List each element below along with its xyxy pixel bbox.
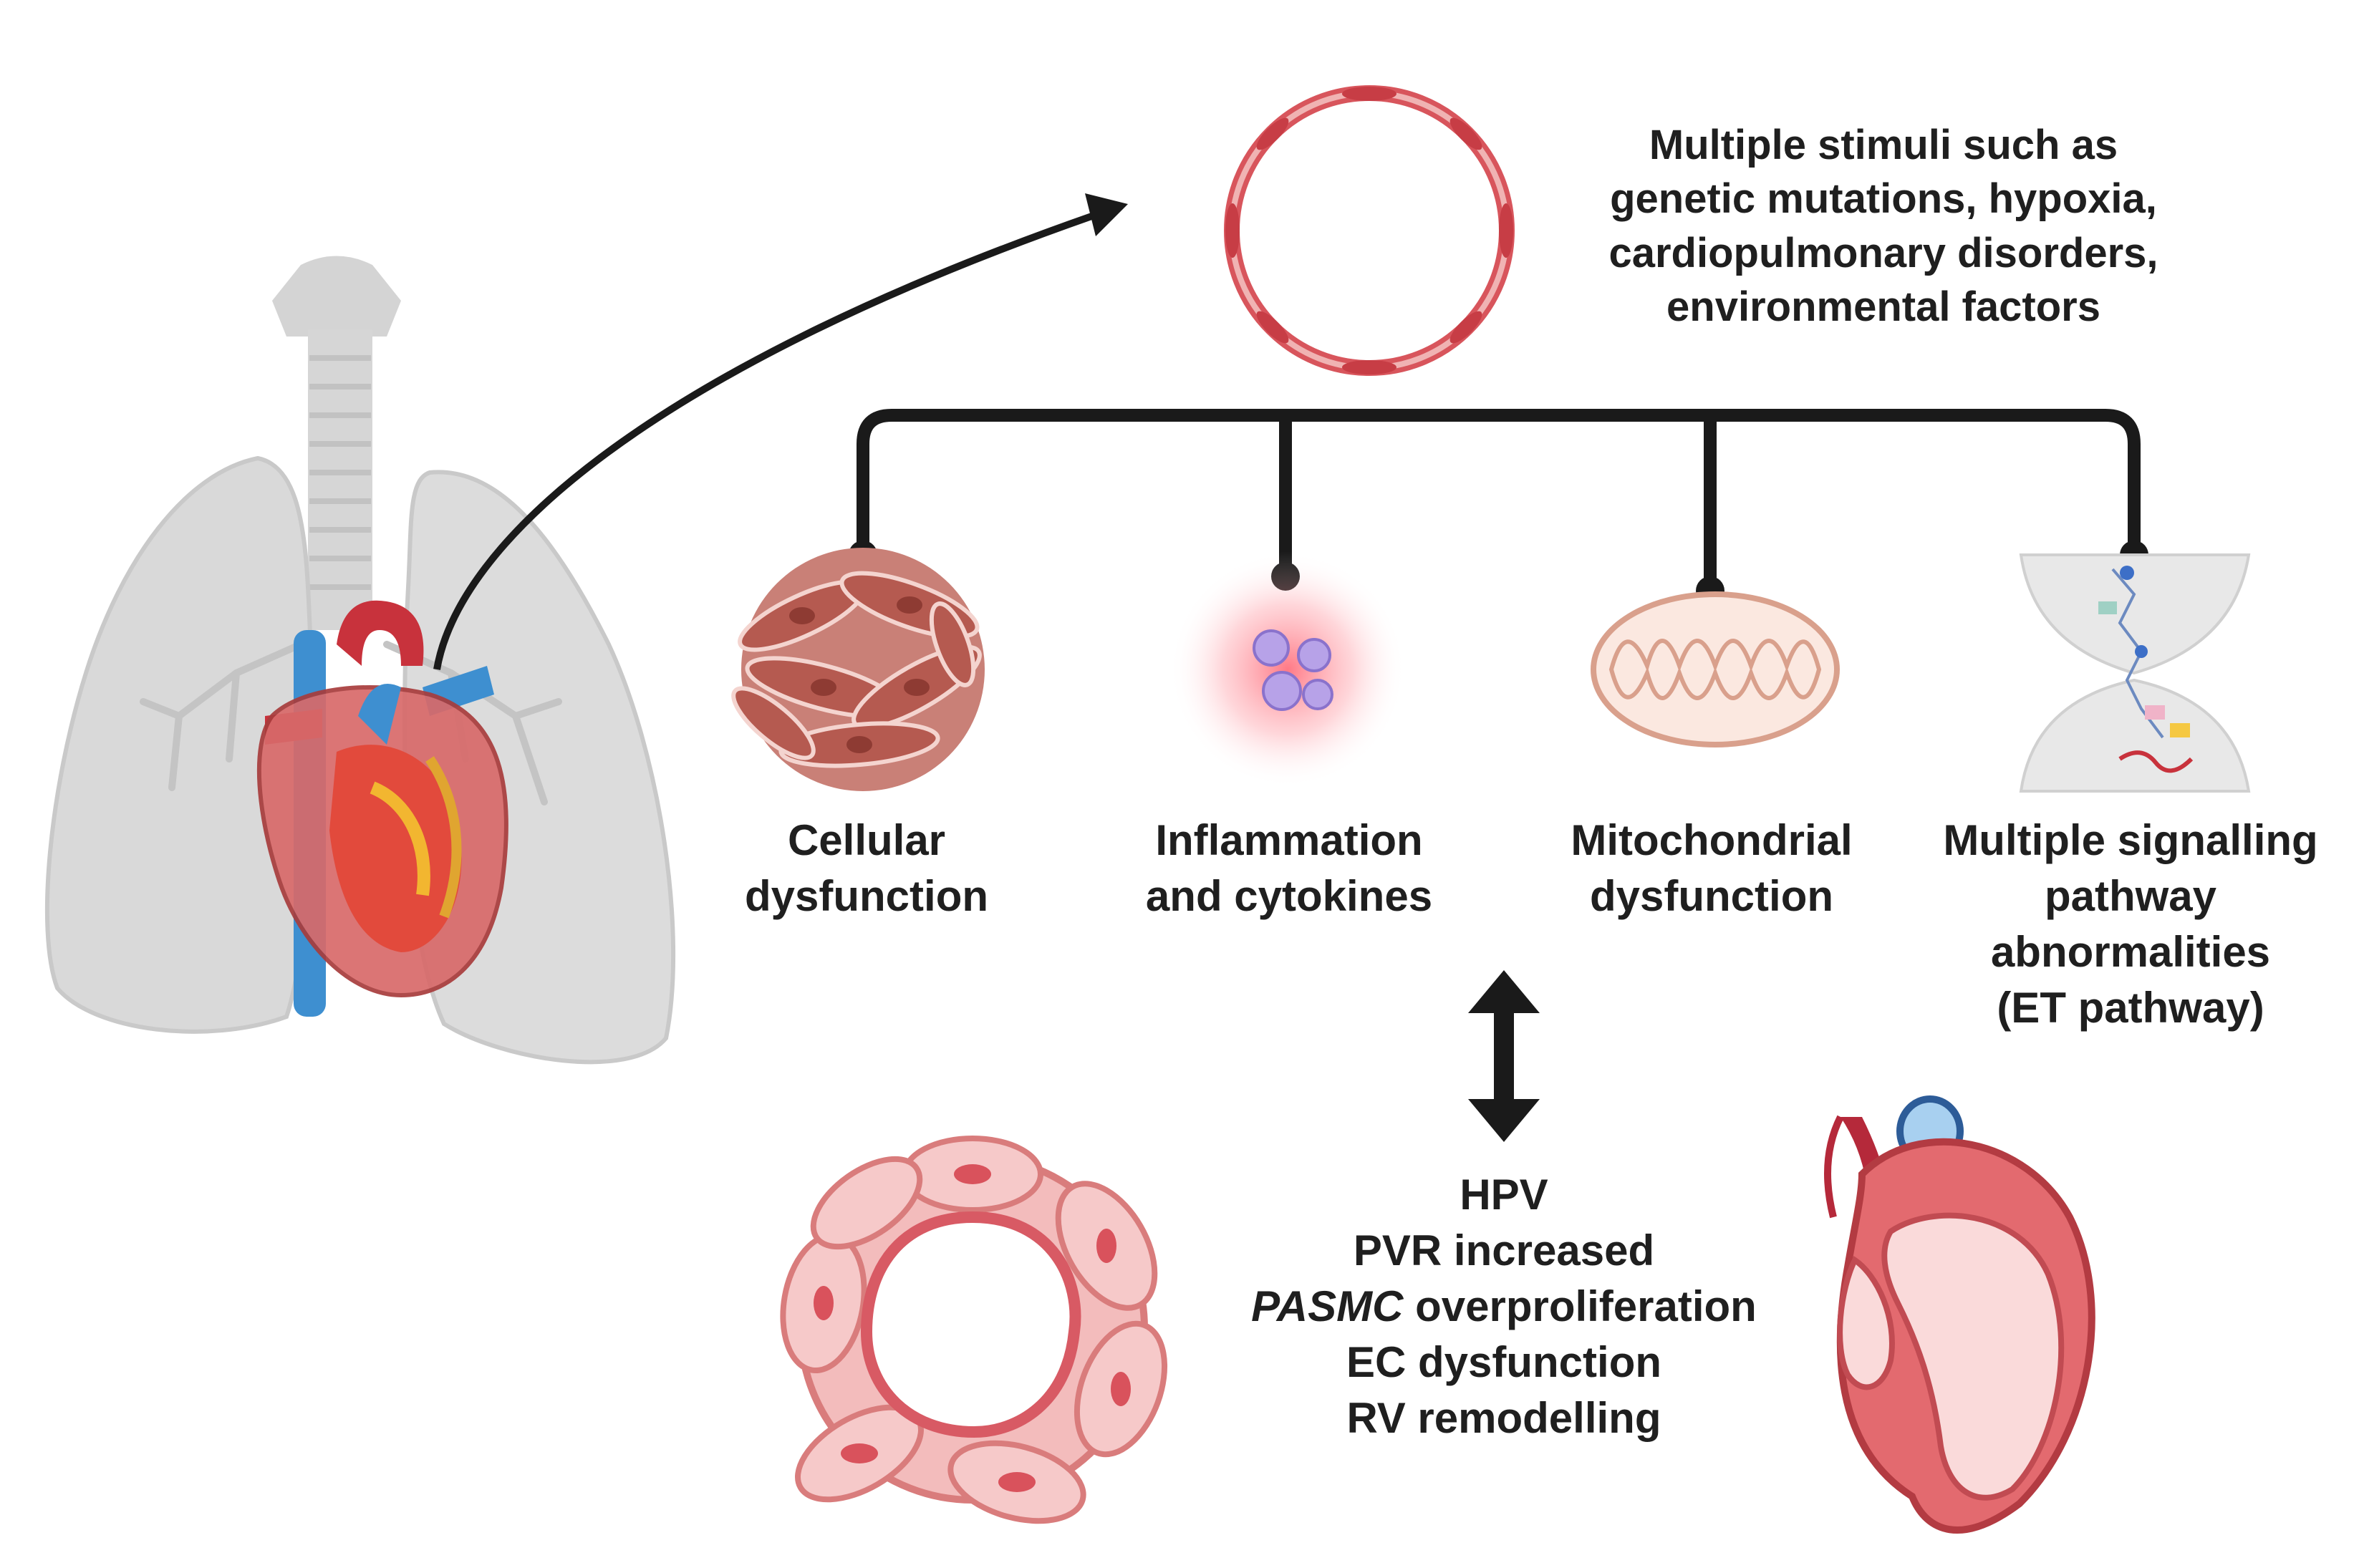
- mitochondrial-line-2: dysfunction: [1590, 872, 1833, 920]
- signalling-line-2: pathway: [2044, 872, 2217, 920]
- heart-cross-section-icon: [1824, 1095, 2095, 1534]
- vessel-cross-section-icon: [1224, 85, 1515, 376]
- outcome-ec: EC dysfunction: [1346, 1338, 1661, 1386]
- outcome-pasmc-term: PASMC: [1251, 1282, 1404, 1330]
- mitochondrial-line-1: Mitochondrial: [1571, 816, 1853, 864]
- stimuli-label: Multiple stimuli such as genetic mutatio…: [1525, 118, 2242, 334]
- smooth-muscle-cells-icon: [731, 548, 985, 791]
- bidirectional-arrow: [1468, 970, 1540, 1142]
- outcomes-label: HPV PVR increased PASMC overproliferatio…: [1203, 1167, 1805, 1446]
- cellular-dysfunction-label: Cellular dysfunction: [688, 813, 1046, 924]
- lungs-heart-illustration: [44, 256, 675, 1065]
- signalling-line-4: (ET pathway): [1997, 984, 2264, 1032]
- cytokines-icon: [1169, 551, 1406, 788]
- signalling-line-3: abnormalities: [1990, 928, 2271, 976]
- stimuli-line-3: cardiopulmonary disorders,: [1608, 229, 2158, 276]
- outcome-rv: RV remodelling: [1346, 1394, 1661, 1442]
- outcome-hpv: HPV: [1460, 1171, 1548, 1219]
- branch-connector: [857, 409, 2141, 594]
- inflammation-label: Inflammation and cytokines: [1096, 813, 1482, 924]
- trachea-icon: [272, 256, 401, 630]
- signalling-pathway-icon: [2019, 553, 2251, 793]
- outcome-pasmc: PASMC overproliferation: [1203, 1279, 1805, 1335]
- stimuli-line-1: Multiple stimuli such as: [1649, 122, 2118, 168]
- stimuli-line-4: environmental factors: [1666, 284, 2100, 331]
- stimuli-line-2: genetic mutations, hypoxia,: [1610, 175, 2157, 223]
- signalling-label: Multiple signalling pathway abnormalitie…: [1905, 813, 2356, 1036]
- mitochondrion-icon: [1591, 591, 1840, 747]
- inflammation-line-2: and cytokines: [1145, 872, 1433, 920]
- outcome-pvr: PVR increased: [1353, 1226, 1655, 1274]
- cellular-line-2: dysfunction: [745, 872, 988, 920]
- remodelled-vessel-icon: [780, 1136, 1168, 1524]
- signalling-line-1: Multiple signalling: [1943, 816, 2318, 864]
- heart-icon: [256, 684, 508, 998]
- mitochondrial-label: Mitochondrial dysfunction: [1525, 813, 1898, 924]
- outcome-pasmc-rest: overproliferation: [1403, 1282, 1757, 1330]
- cellular-line-1: Cellular: [787, 816, 946, 864]
- inflammation-line-1: Inflammation: [1155, 816, 1423, 864]
- zoom-arrow: [433, 193, 1128, 670]
